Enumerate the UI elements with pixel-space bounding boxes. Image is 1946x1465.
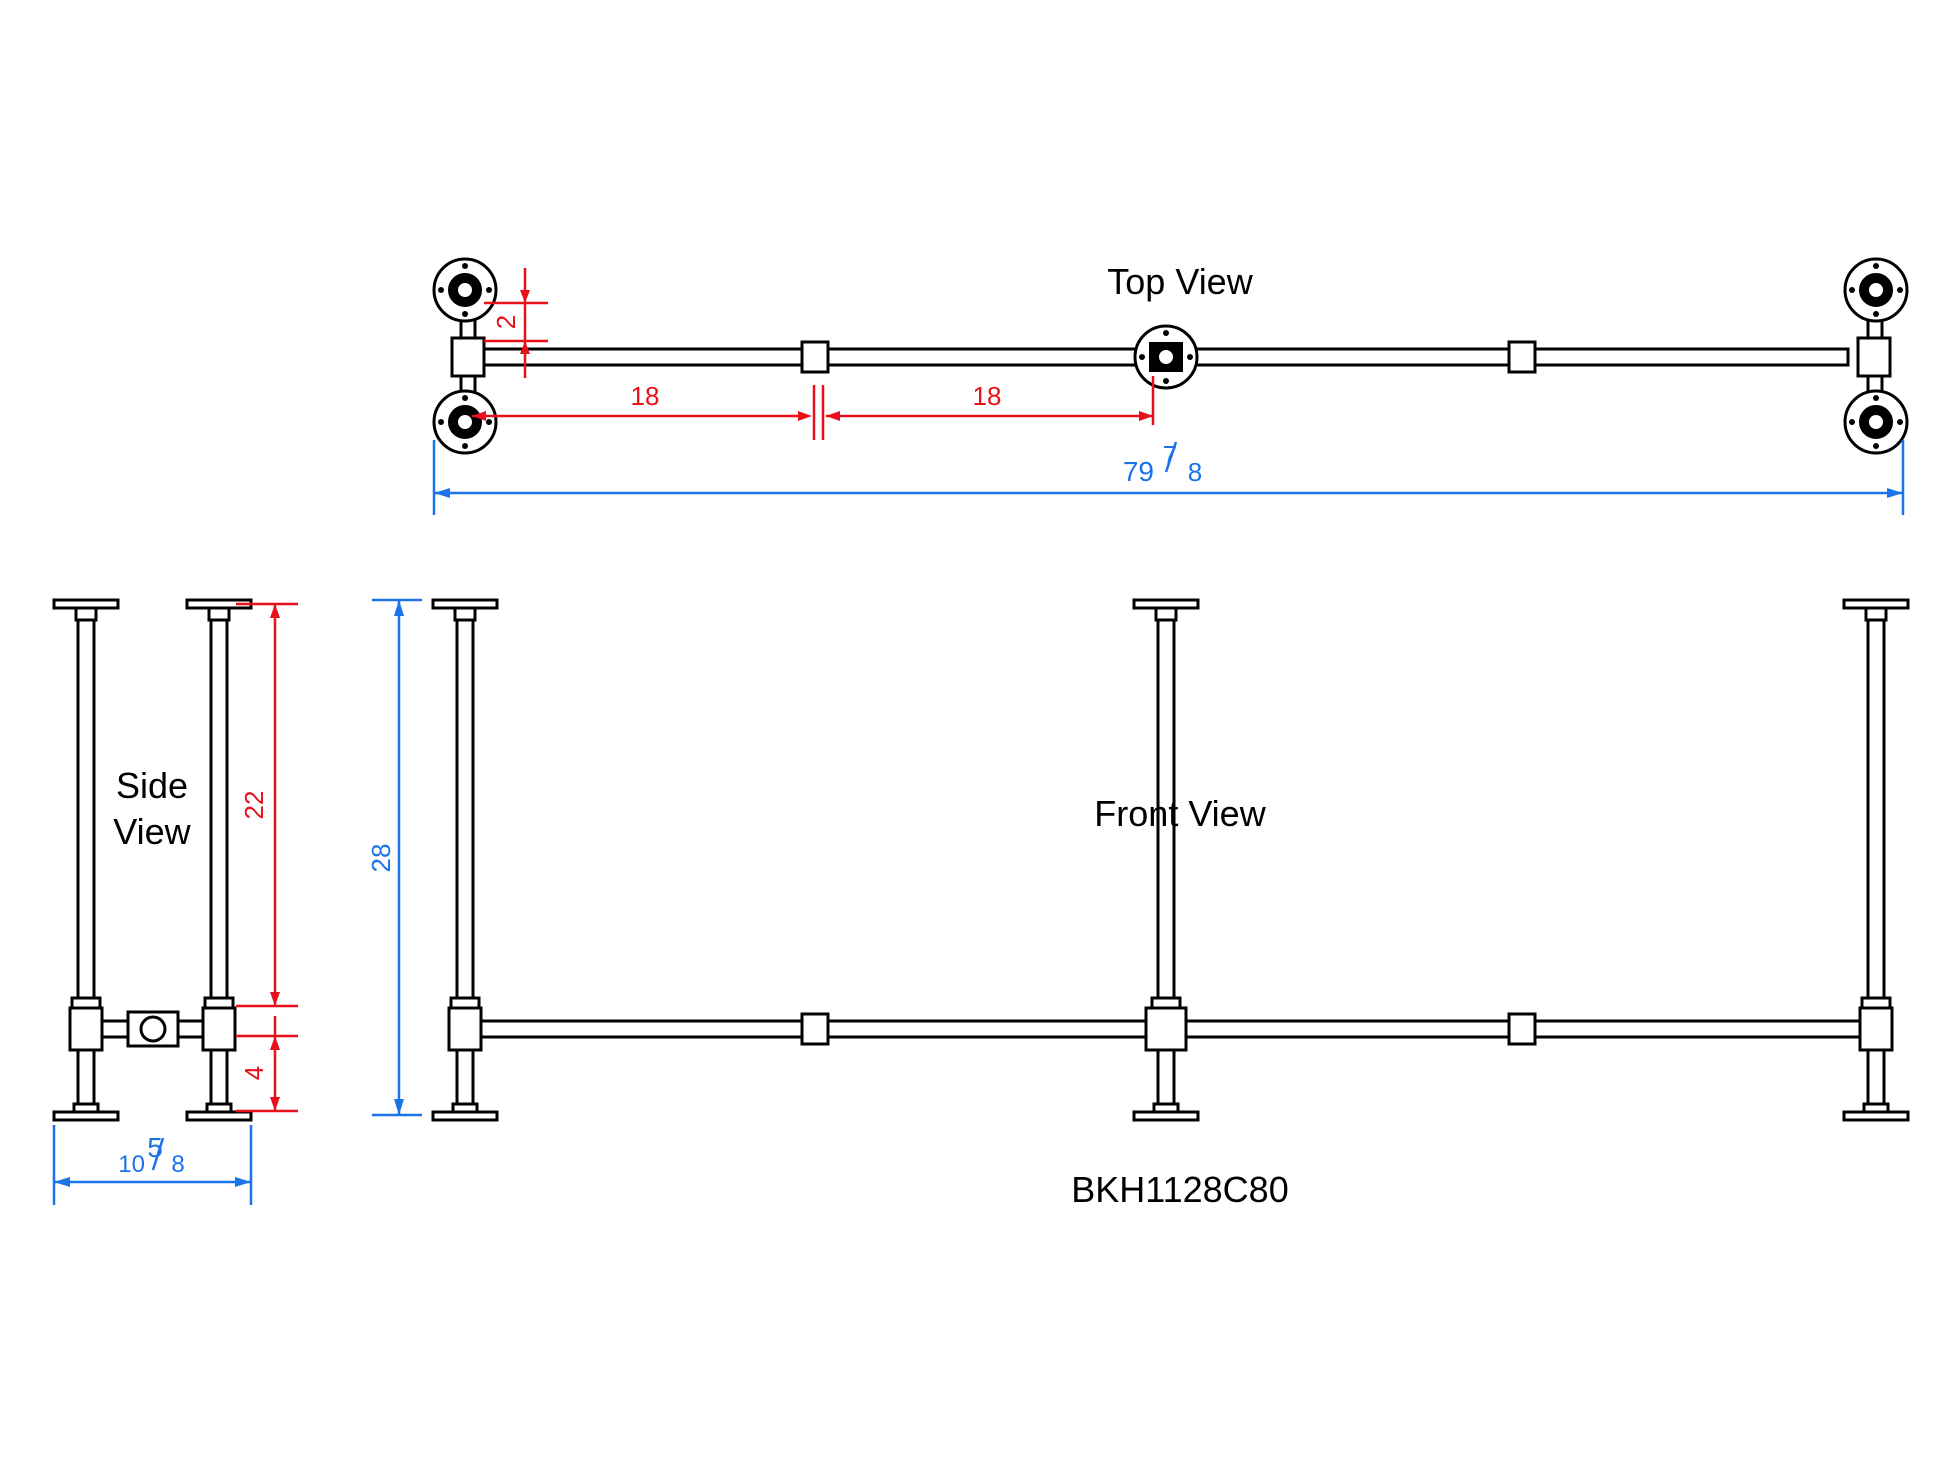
side-left-bottom-plate: [52, 1110, 120, 1122]
top-blue-dimension: [432, 440, 1905, 515]
top-flange-top-left: [432, 257, 498, 323]
top-flange-top-right: [1843, 257, 1909, 323]
front-view: 28: [366, 598, 1910, 1122]
side-right-tee: [201, 1006, 237, 1052]
top-flange-bottom-right: [1843, 389, 1909, 455]
front-coupling-1: [800, 1012, 830, 1046]
side-view: Side View 22 4: [52, 598, 298, 1205]
dim-overall-length-den: 8: [1188, 457, 1202, 487]
top-view-title: Top View: [1107, 261, 1253, 302]
side-view-title-line1: Side: [116, 765, 188, 806]
side-right-top-collar: [207, 606, 231, 622]
front-leg-center: [1132, 598, 1200, 1122]
side-right-upper-pipe: [209, 618, 229, 1002]
dim-top-segment-left: 18: [631, 381, 660, 411]
front-leg-left: [431, 598, 499, 1122]
side-red-arrowheads: [270, 604, 280, 1111]
dim-top-segment-right: 18: [973, 381, 1002, 411]
top-right-tee-fitting: [1856, 336, 1892, 378]
side-left-lower-pipe: [76, 1048, 96, 1108]
side-right-bottom-plate: [185, 1110, 253, 1122]
dim-leg-lower: 4: [239, 1066, 269, 1080]
dim-overall-length-whole: 79: [1123, 456, 1154, 487]
top-red-arrowheads: [472, 290, 1153, 421]
dim-overall-length-num: 7: [1163, 440, 1177, 470]
dim-width-whole: 10: [118, 1151, 145, 1178]
front-blue-arrowheads: [394, 600, 404, 1115]
side-right-lower-pipe: [209, 1048, 229, 1108]
side-view-title-line2: View: [113, 811, 191, 852]
front-coupling-2: [1507, 1012, 1537, 1046]
front-view-title: Front View: [1094, 793, 1266, 834]
side-center-fitting-hole: [139, 1015, 167, 1043]
top-view: Top View 2 18 18: [432, 257, 1909, 515]
part-number: BKH1128C80: [1071, 1169, 1288, 1210]
dim-top-gap: 2: [491, 315, 521, 329]
side-left-tee: [68, 1006, 104, 1052]
side-left-upper-pipe: [76, 618, 96, 1002]
top-red-dimensions: [472, 268, 1155, 440]
side-left-top-collar: [74, 606, 98, 622]
dim-width-den: 8: [171, 1151, 184, 1178]
top-flange-center: [1133, 324, 1199, 390]
front-blue-dimension: [372, 598, 422, 1117]
top-flange-bottom-left: [432, 389, 498, 455]
side-blue-arrowheads: [54, 1177, 251, 1187]
dim-width-num: 5: [147, 1132, 163, 1163]
front-leg-right: [1842, 598, 1910, 1122]
side-blue-dimension: [52, 1125, 253, 1205]
dim-height: 28: [366, 844, 396, 873]
dim-leg-upper: 22: [239, 791, 269, 820]
top-coupling-2: [1507, 340, 1537, 374]
top-coupling-1: [800, 340, 830, 374]
side-red-dimensions: [236, 602, 298, 1113]
top-left-tee-fitting: [450, 336, 486, 378]
top-blue-arrowheads: [434, 488, 1903, 498]
